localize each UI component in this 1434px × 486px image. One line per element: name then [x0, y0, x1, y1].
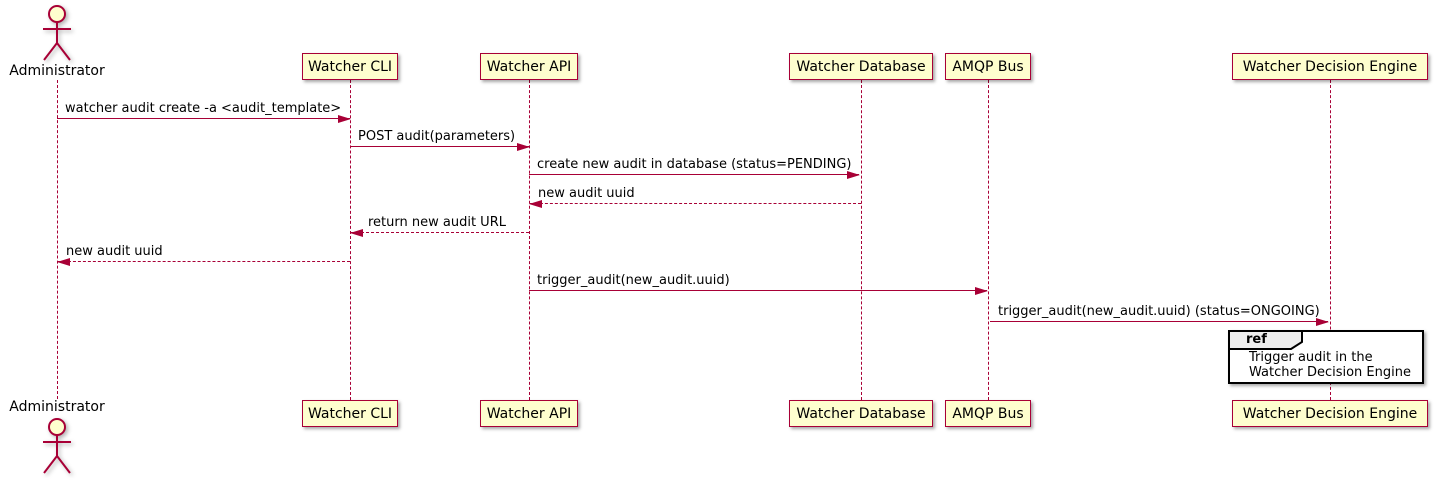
ref-keyword: ref: [1246, 332, 1267, 347]
arrowhead-right-icon: [975, 287, 988, 295]
participant-label: Watcher Decision Engine: [1242, 405, 1418, 422]
participant-bottom-watcher-decision-engine: Watcher Decision Engine: [1232, 400, 1428, 427]
ref-text-line1: Trigger audit in the: [1249, 350, 1373, 365]
ref-fragment: ref Trigger audit in the Watcher Decisio…: [1228, 330, 1424, 384]
participant-bottom-amqp-bus: AMQP Bus: [945, 400, 1031, 427]
participant-top-watcher-database: Watcher Database: [789, 53, 933, 80]
message-watcher-audit-create: watcher audit create -a <audit_template>: [57, 101, 351, 123]
participant-label: Watcher Database: [796, 405, 926, 422]
participant-label: AMQP Bus: [952, 58, 1024, 75]
participant-label: AMQP Bus: [952, 405, 1024, 422]
participant-label: Watcher Decision Engine: [1242, 58, 1418, 75]
message-label: watcher audit create -a <audit_template>: [65, 101, 342, 116]
lifeline-watcher-api: [529, 80, 530, 400]
message-trigger-audit: trigger_audit(new_audit.uuid): [529, 273, 988, 295]
message-post-audit: POST audit(parameters): [350, 129, 530, 151]
arrowhead-right-icon: [517, 143, 530, 151]
ref-text: Trigger audit in the Watcher Decision En…: [1230, 332, 1422, 380]
message-create-new-audit: create new audit in database (status=PEN…: [529, 157, 860, 179]
message-label: new audit uuid: [66, 244, 163, 259]
ref-header-pentagon-icon: [1228, 330, 1303, 350]
message-label: create new audit in database (status=PEN…: [537, 157, 852, 172]
message-label: new audit uuid: [538, 186, 635, 201]
lifeline-watcher-cli: [350, 80, 351, 400]
ref-text-line2: Watcher Decision Engine: [1249, 365, 1411, 380]
arrowhead-right-icon: [338, 115, 351, 123]
actor-label-bottom: Administrator: [9, 399, 105, 415]
participant-top-watcher-cli: Watcher CLI: [302, 53, 398, 80]
participant-bottom-watcher-cli: Watcher CLI: [302, 400, 398, 427]
participant-label: Watcher CLI: [307, 58, 393, 75]
participant-top-watcher-api: Watcher API: [480, 53, 578, 80]
actor-icon-top: [43, 5, 71, 61]
participant-label: Watcher API: [486, 58, 572, 75]
participant-label: Watcher CLI: [307, 405, 393, 422]
arrowhead-left-icon: [57, 258, 70, 266]
arrowhead-right-icon: [847, 171, 860, 179]
participant-label: Watcher API: [486, 405, 572, 422]
participant-bottom-watcher-database: Watcher Database: [789, 400, 933, 427]
arrowhead-left-icon: [350, 229, 363, 237]
arrowhead-right-icon: [1316, 318, 1329, 326]
participant-top-watcher-decision-engine: Watcher Decision Engine: [1232, 53, 1428, 80]
message-new-audit-uuid-db: new audit uuid: [529, 186, 861, 208]
participant-bottom-watcher-api: Watcher API: [480, 400, 578, 427]
message-new-audit-uuid-admin: new audit uuid: [57, 244, 350, 266]
lifeline-amqp-bus: [988, 80, 989, 400]
arrowhead-left-icon: [529, 200, 542, 208]
lifeline-watcher-decision-engine: [1330, 80, 1331, 400]
lifeline-administrator: [57, 80, 58, 399]
message-label: POST audit(parameters): [358, 129, 516, 144]
message-label: return new audit URL: [368, 215, 506, 230]
message-label: trigger_audit(new_audit.uuid) (status=ON…: [998, 304, 1320, 319]
message-label: trigger_audit(new_audit.uuid): [537, 273, 730, 288]
actor-icon-bottom: [43, 418, 71, 474]
lifeline-watcher-database: [861, 80, 862, 400]
participant-top-amqp-bus: AMQP Bus: [945, 53, 1031, 80]
participant-label: Watcher Database: [796, 58, 926, 75]
message-trigger-audit-ongoing: trigger_audit(new_audit.uuid) (status=ON…: [990, 304, 1329, 326]
actor-label-top: Administrator: [9, 63, 105, 79]
message-return-new-audit-url: return new audit URL: [350, 215, 529, 237]
